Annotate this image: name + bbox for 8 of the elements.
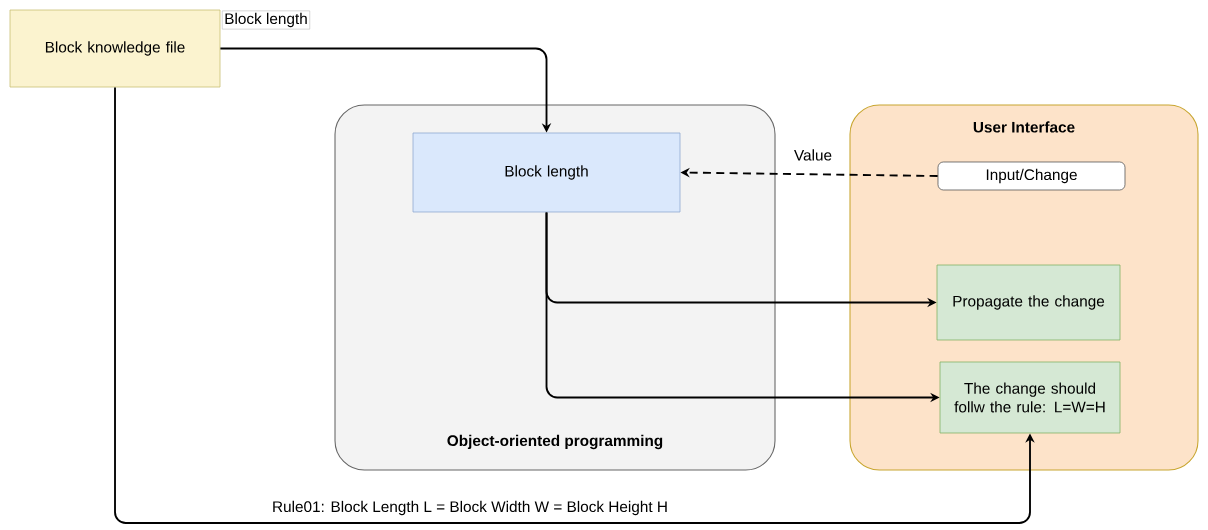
file-box: Block knowledge file <box>9 9 221 88</box>
edge-label: Rule01: Block Length L = Block Width W = Block Height H <box>270 499 670 517</box>
process-box: Block length <box>412 132 681 213</box>
process-box: Propagate the change <box>936 264 1121 341</box>
input-box: Input/Change <box>937 161 1126 191</box>
edge-label: Value <box>792 148 834 162</box>
process-box: The change should follw the rule: L=W=H <box>939 361 1121 434</box>
edge-label: Block length <box>221 10 311 30</box>
